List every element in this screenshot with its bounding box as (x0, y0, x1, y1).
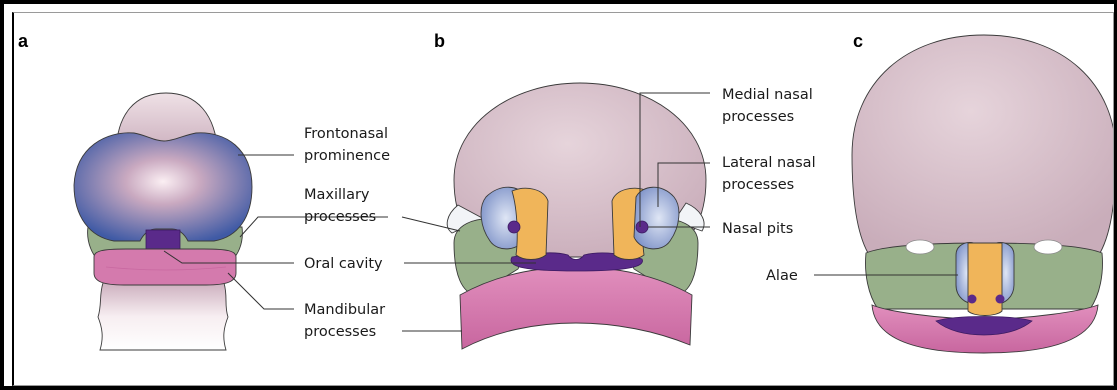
label-oral-cavity: Oral cavity (304, 256, 383, 272)
panel-c-embryo (852, 35, 1114, 353)
label-nasal-pits: Nasal pits (722, 221, 793, 237)
b-nasal-pit-right (636, 221, 648, 233)
label-mandibular-1: Mandibular (304, 302, 385, 318)
label-medial-nasal-2: processes (722, 109, 794, 125)
figure-panel-area: a b c Frontonasal prominence Maxillary p… (12, 12, 1114, 386)
panel-a-embryo (74, 93, 252, 350)
label-maxillary-1: Maxillary (304, 187, 370, 203)
panel-letter-c: c (853, 31, 863, 51)
label-frontonasal-2: prominence (304, 148, 390, 164)
b-mandibular (460, 267, 692, 349)
label-lateral-nasal-1: Lateral nasal (722, 155, 816, 171)
label-alae: Alae (766, 268, 798, 284)
a-frontonasal (74, 133, 252, 241)
panel-letter-a: a (18, 31, 29, 51)
leader-mandibular (228, 273, 294, 309)
c-medial-nasal (968, 243, 1002, 316)
panel-letter-b: b (434, 31, 445, 51)
c-nostril-left (968, 295, 977, 304)
label-medial-nasal-1: Medial nasal (722, 87, 813, 103)
a-neck (98, 283, 228, 350)
label-lateral-nasal-2: processes (722, 177, 794, 193)
label-maxillary-2: processes (304, 209, 376, 225)
b-nasal-pit-left (508, 221, 520, 233)
a-mandibular (94, 249, 236, 285)
c-left-white-spot (906, 240, 934, 254)
label-frontonasal-1: Frontonasal (304, 126, 388, 142)
c-head (852, 35, 1114, 253)
c-nostril-right (996, 295, 1005, 304)
panel-b-embryo (447, 83, 706, 349)
label-mandibular-2: processes (304, 324, 376, 340)
c-right-white-spot (1034, 240, 1062, 254)
embryo-face-diagram: a b c Frontonasal prominence Maxillary p… (14, 13, 1114, 386)
